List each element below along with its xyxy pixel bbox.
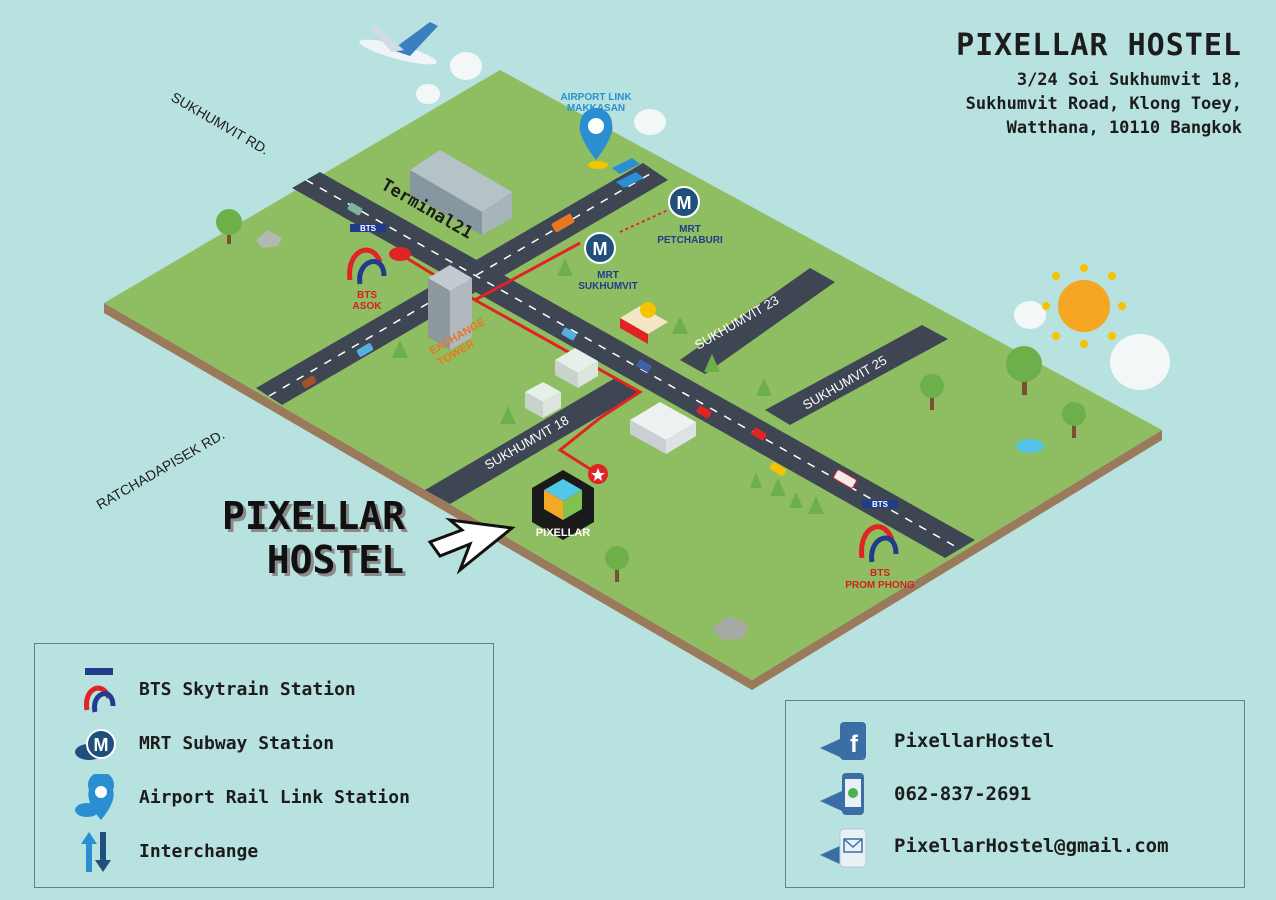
tree-icon	[750, 472, 762, 488]
tree-icon	[789, 492, 803, 508]
legend-item-airport-link: Airport Rail Link Station	[35, 774, 493, 822]
tree-icon	[605, 546, 629, 582]
terminal21-building	[410, 150, 512, 235]
lexus-showroom	[630, 402, 696, 454]
tree-icon	[1006, 346, 1042, 395]
cars	[301, 202, 857, 489]
facebook-icon: f	[820, 722, 866, 760]
sukhumvit-23-road	[680, 268, 835, 374]
shell-station	[620, 302, 668, 344]
mrt-link	[619, 209, 669, 233]
bts-prom-phong-label-2: PROM PHONG	[845, 580, 915, 591]
exchange-tower-building	[428, 265, 472, 350]
family-mart-shop	[555, 348, 598, 388]
tree-icon	[770, 478, 786, 496]
facebook-label[interactable]: PixellarHostel	[894, 730, 1055, 752]
bts-asok-station-icon: BTS	[347, 224, 387, 285]
mrt-petchaburi-label-1: MRT	[679, 224, 701, 235]
interchange-icon	[81, 832, 111, 872]
address-line-3: Watthana, 10110 Bangkok	[1006, 118, 1242, 138]
pond	[1016, 439, 1044, 453]
airport-link-station-icon	[579, 108, 613, 169]
bts-asok-label-1: BTS	[357, 290, 377, 301]
phone-icon	[820, 773, 864, 815]
asok-marker	[389, 247, 411, 261]
hostel-name-line-2: HOSTEL	[266, 538, 404, 582]
rock-icon	[712, 616, 748, 640]
airport-link-icon	[75, 774, 114, 820]
mrt-sukhumvit-station-icon: M	[584, 232, 616, 264]
svg-text:BTS: BTS	[872, 500, 889, 509]
sun-icon	[1042, 264, 1126, 348]
contact-phone[interactable]: 062-837-2691	[786, 771, 1244, 819]
trees	[216, 209, 1086, 582]
legend-item-mrt: M MRT Subway Station	[35, 720, 493, 768]
cursor-pointer-icon	[427, 517, 516, 575]
tree-icon	[216, 209, 242, 244]
tree-icon	[808, 496, 824, 514]
hostel-name-callout: PIXELLAR HOSTEL	[222, 494, 406, 582]
legend-label-mrt: MRT Subway Station	[139, 733, 335, 754]
bts-prom-phong-station-icon: BTS	[859, 500, 899, 563]
contact-email[interactable]: PixellarHostel@gmail.com	[786, 823, 1244, 871]
bts-icon	[84, 668, 116, 713]
legend-label-bts: BTS Skytrain Station	[139, 679, 356, 700]
legend-panel: BTS Skytrain Station M MRT Subway Statio…	[34, 643, 494, 888]
contact-panel: f PixellarHostel 062-837-2691 PixellarHo…	[785, 700, 1245, 888]
legend-label-interchange: Interchange	[139, 841, 259, 862]
tree-icon	[1062, 402, 1086, 438]
bts-asok-label-2: ASOK	[353, 301, 383, 312]
airplane-icon	[359, 22, 438, 65]
mrt-icon: M	[75, 729, 116, 760]
page-title: PIXELLAR HOSTEL	[956, 28, 1242, 63]
svg-text:M: M	[593, 239, 608, 259]
phone-label[interactable]: 062-837-2691	[894, 783, 1032, 805]
tree-icon	[756, 378, 772, 396]
pixellar-hostel-logo: PIXELLAR	[532, 470, 594, 540]
tree-icon	[920, 374, 944, 410]
airport-link-label-1: AIRPORT LINK	[560, 92, 632, 103]
mrt-sukhumvit-label-2: SUKHUMVIT	[578, 281, 637, 292]
mrt-petchaburi-station-icon: M	[668, 186, 700, 218]
svg-text:M: M	[677, 193, 692, 213]
star-icon	[591, 468, 605, 481]
tree-icon	[704, 354, 720, 372]
mrt-sukhumvit-label-1: MRT	[597, 270, 619, 281]
rock-icon	[256, 230, 282, 248]
hostel-name-line-1: PIXELLAR	[222, 494, 406, 538]
legend-label-airport-link: Airport Rail Link Station	[139, 787, 410, 808]
legend-item-bts: BTS Skytrain Station	[35, 666, 493, 714]
bts-prom-phong-label-1: BTS	[870, 568, 890, 579]
cloud-icon	[416, 52, 1170, 390]
sukhumvit-rd-label: SUKHUMVIT RD.	[169, 89, 272, 158]
email-label[interactable]: PixellarHostel@gmail.com	[894, 835, 1169, 857]
seven-eleven-shop	[525, 382, 561, 418]
tree-icon	[557, 258, 573, 276]
tree-icon	[392, 340, 408, 358]
tree-icon	[500, 406, 516, 424]
mrt-petchaburi-label-2: PETCHABURI	[657, 235, 723, 246]
email-icon	[820, 828, 867, 868]
svg-text:M: M	[94, 735, 109, 755]
sukhumvit-18-road	[425, 378, 640, 504]
address-line-1: 3/24 Soi Sukhumvit 18,	[1016, 70, 1242, 90]
sukhumvit-25-road	[765, 325, 948, 425]
tree-icon	[672, 316, 688, 334]
contact-facebook[interactable]: f PixellarHostel	[786, 718, 1244, 766]
legend-item-interchange: Interchange	[35, 828, 493, 876]
ratchadapisek-rd-label: RATCHADAPISEK RD.	[94, 426, 228, 512]
svg-text:BTS: BTS	[360, 224, 377, 233]
svg-text:f: f	[850, 731, 859, 758]
pixellar-logo-text: PIXELLAR	[536, 527, 590, 539]
address-line-2: Sukhumvit Road, Klong Toey,	[965, 94, 1242, 114]
interchange-icon	[612, 158, 644, 188]
